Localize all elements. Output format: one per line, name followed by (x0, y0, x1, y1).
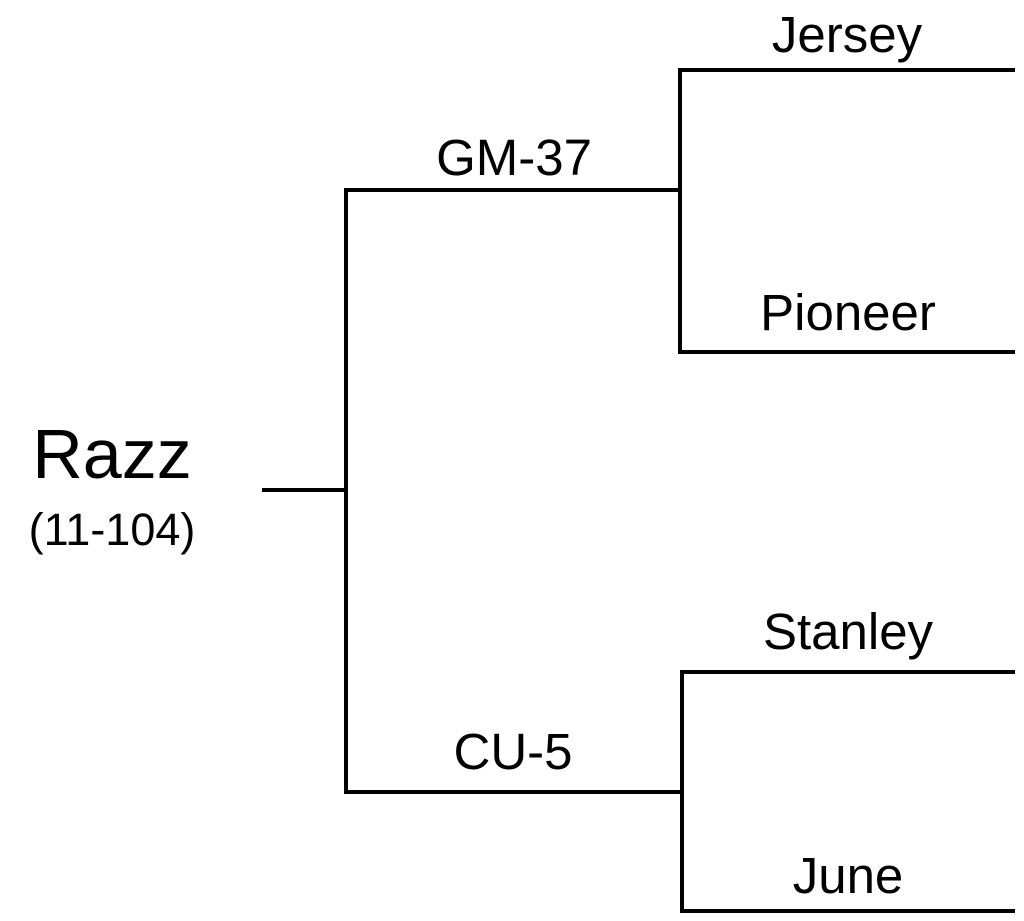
root-code-label: (11-104) (28, 504, 196, 555)
root-name-label: Razz (32, 415, 192, 493)
parent-gm37-label: GM-37 (436, 129, 592, 186)
parent-cu5-label: CU-5 (453, 723, 573, 780)
grandparent-pioneer-label: Pioneer (760, 284, 936, 341)
grandparent-stanley-label: Stanley (762, 603, 934, 660)
grandparent-june-label: June (792, 847, 904, 904)
grandparent-jersey-label: Jersey (771, 6, 923, 63)
